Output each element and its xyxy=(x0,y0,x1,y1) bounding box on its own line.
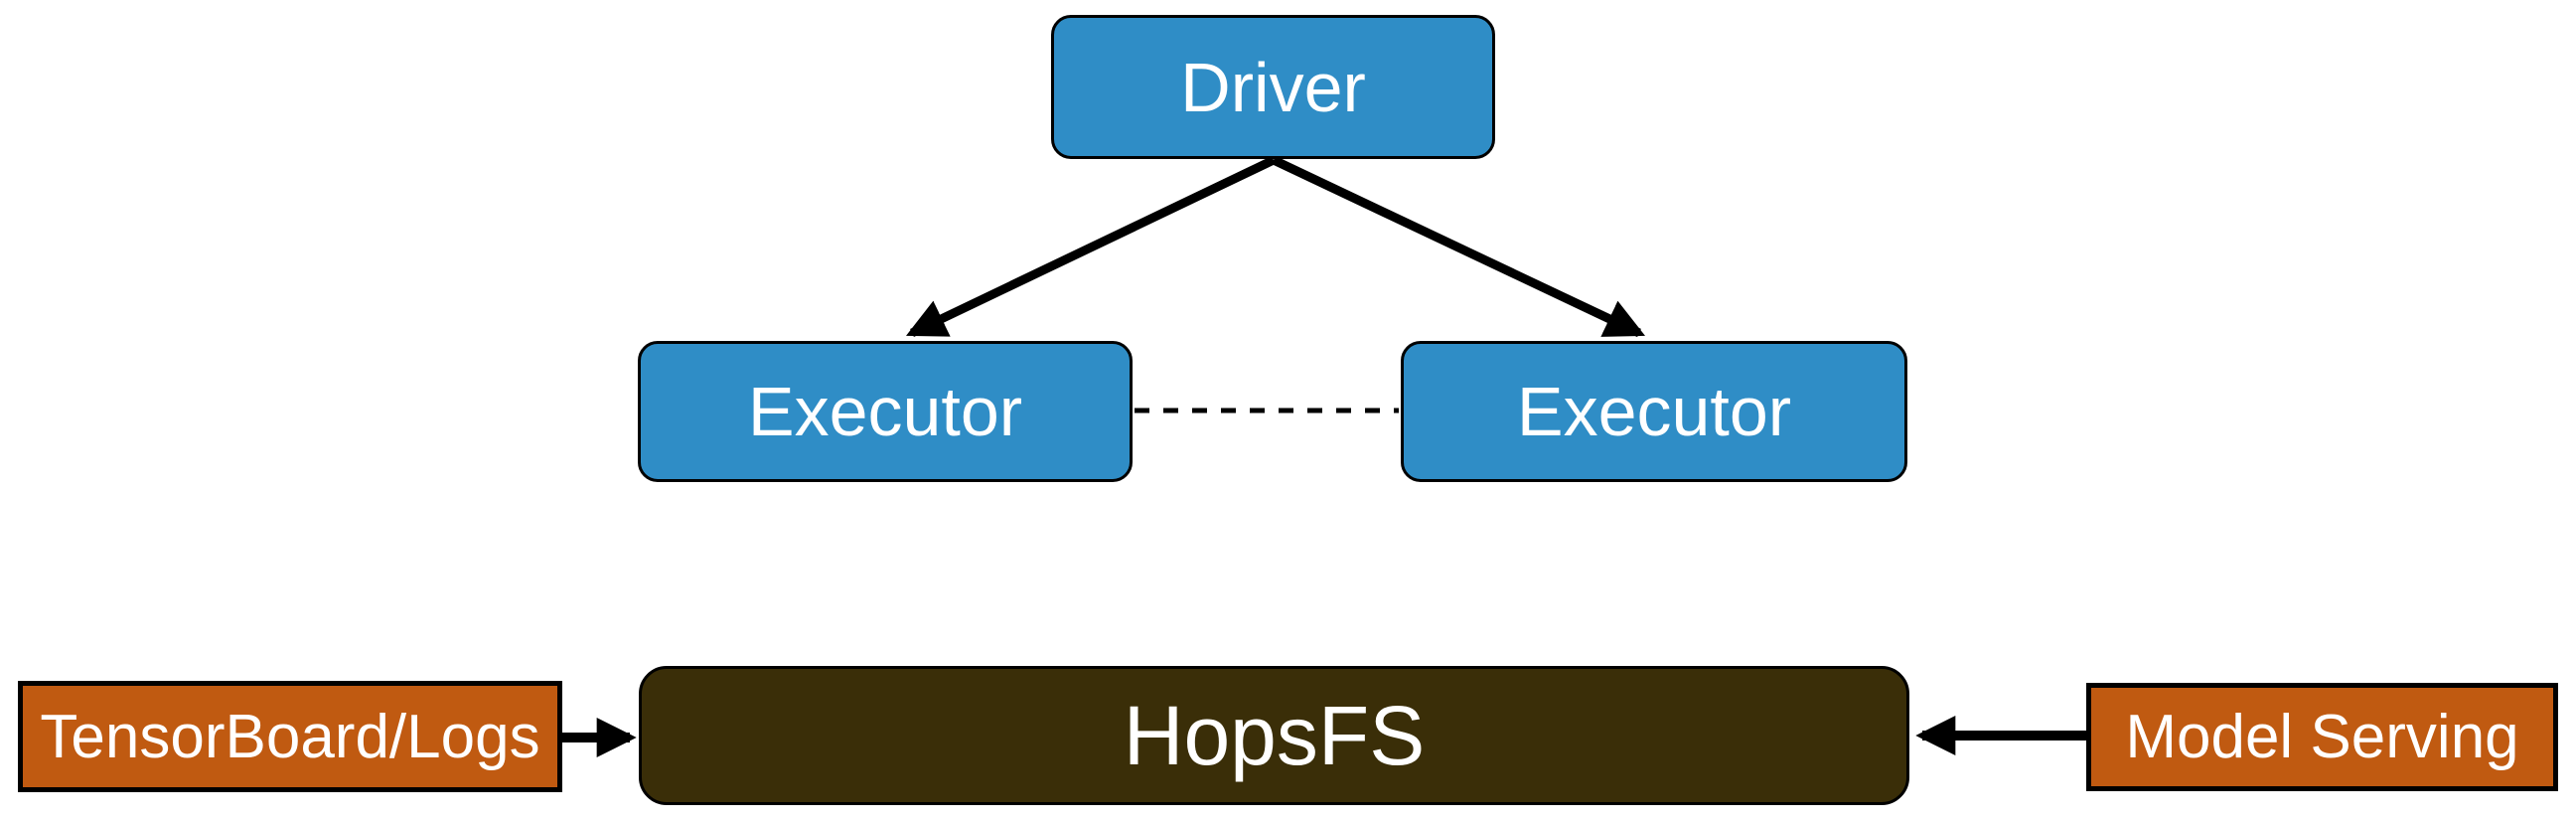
tensorboard-logs-node: TensorBoard/Logs xyxy=(18,681,562,792)
tensorboard-logs-label: TensorBoard/Logs xyxy=(40,702,540,771)
model-serving-label: Model Serving xyxy=(2125,703,2519,771)
arrow-driver-to-right-executor xyxy=(1272,155,1646,338)
driver-label: Driver xyxy=(1180,48,1366,126)
executor-right-label: Executor xyxy=(1516,373,1792,450)
driver-node: Driver xyxy=(1051,15,1495,159)
executor-right-node: Executor xyxy=(1401,341,1907,482)
hopsfs-label: HopsFS xyxy=(1123,688,1426,782)
hopsfs-node: HopsFS xyxy=(639,666,1909,805)
arrow-driver-to-left-executor xyxy=(905,155,1276,338)
model-serving-node: Model Serving xyxy=(2086,683,2558,791)
executor-left-node: Executor xyxy=(638,341,1133,482)
executor-left-label: Executor xyxy=(747,373,1023,450)
